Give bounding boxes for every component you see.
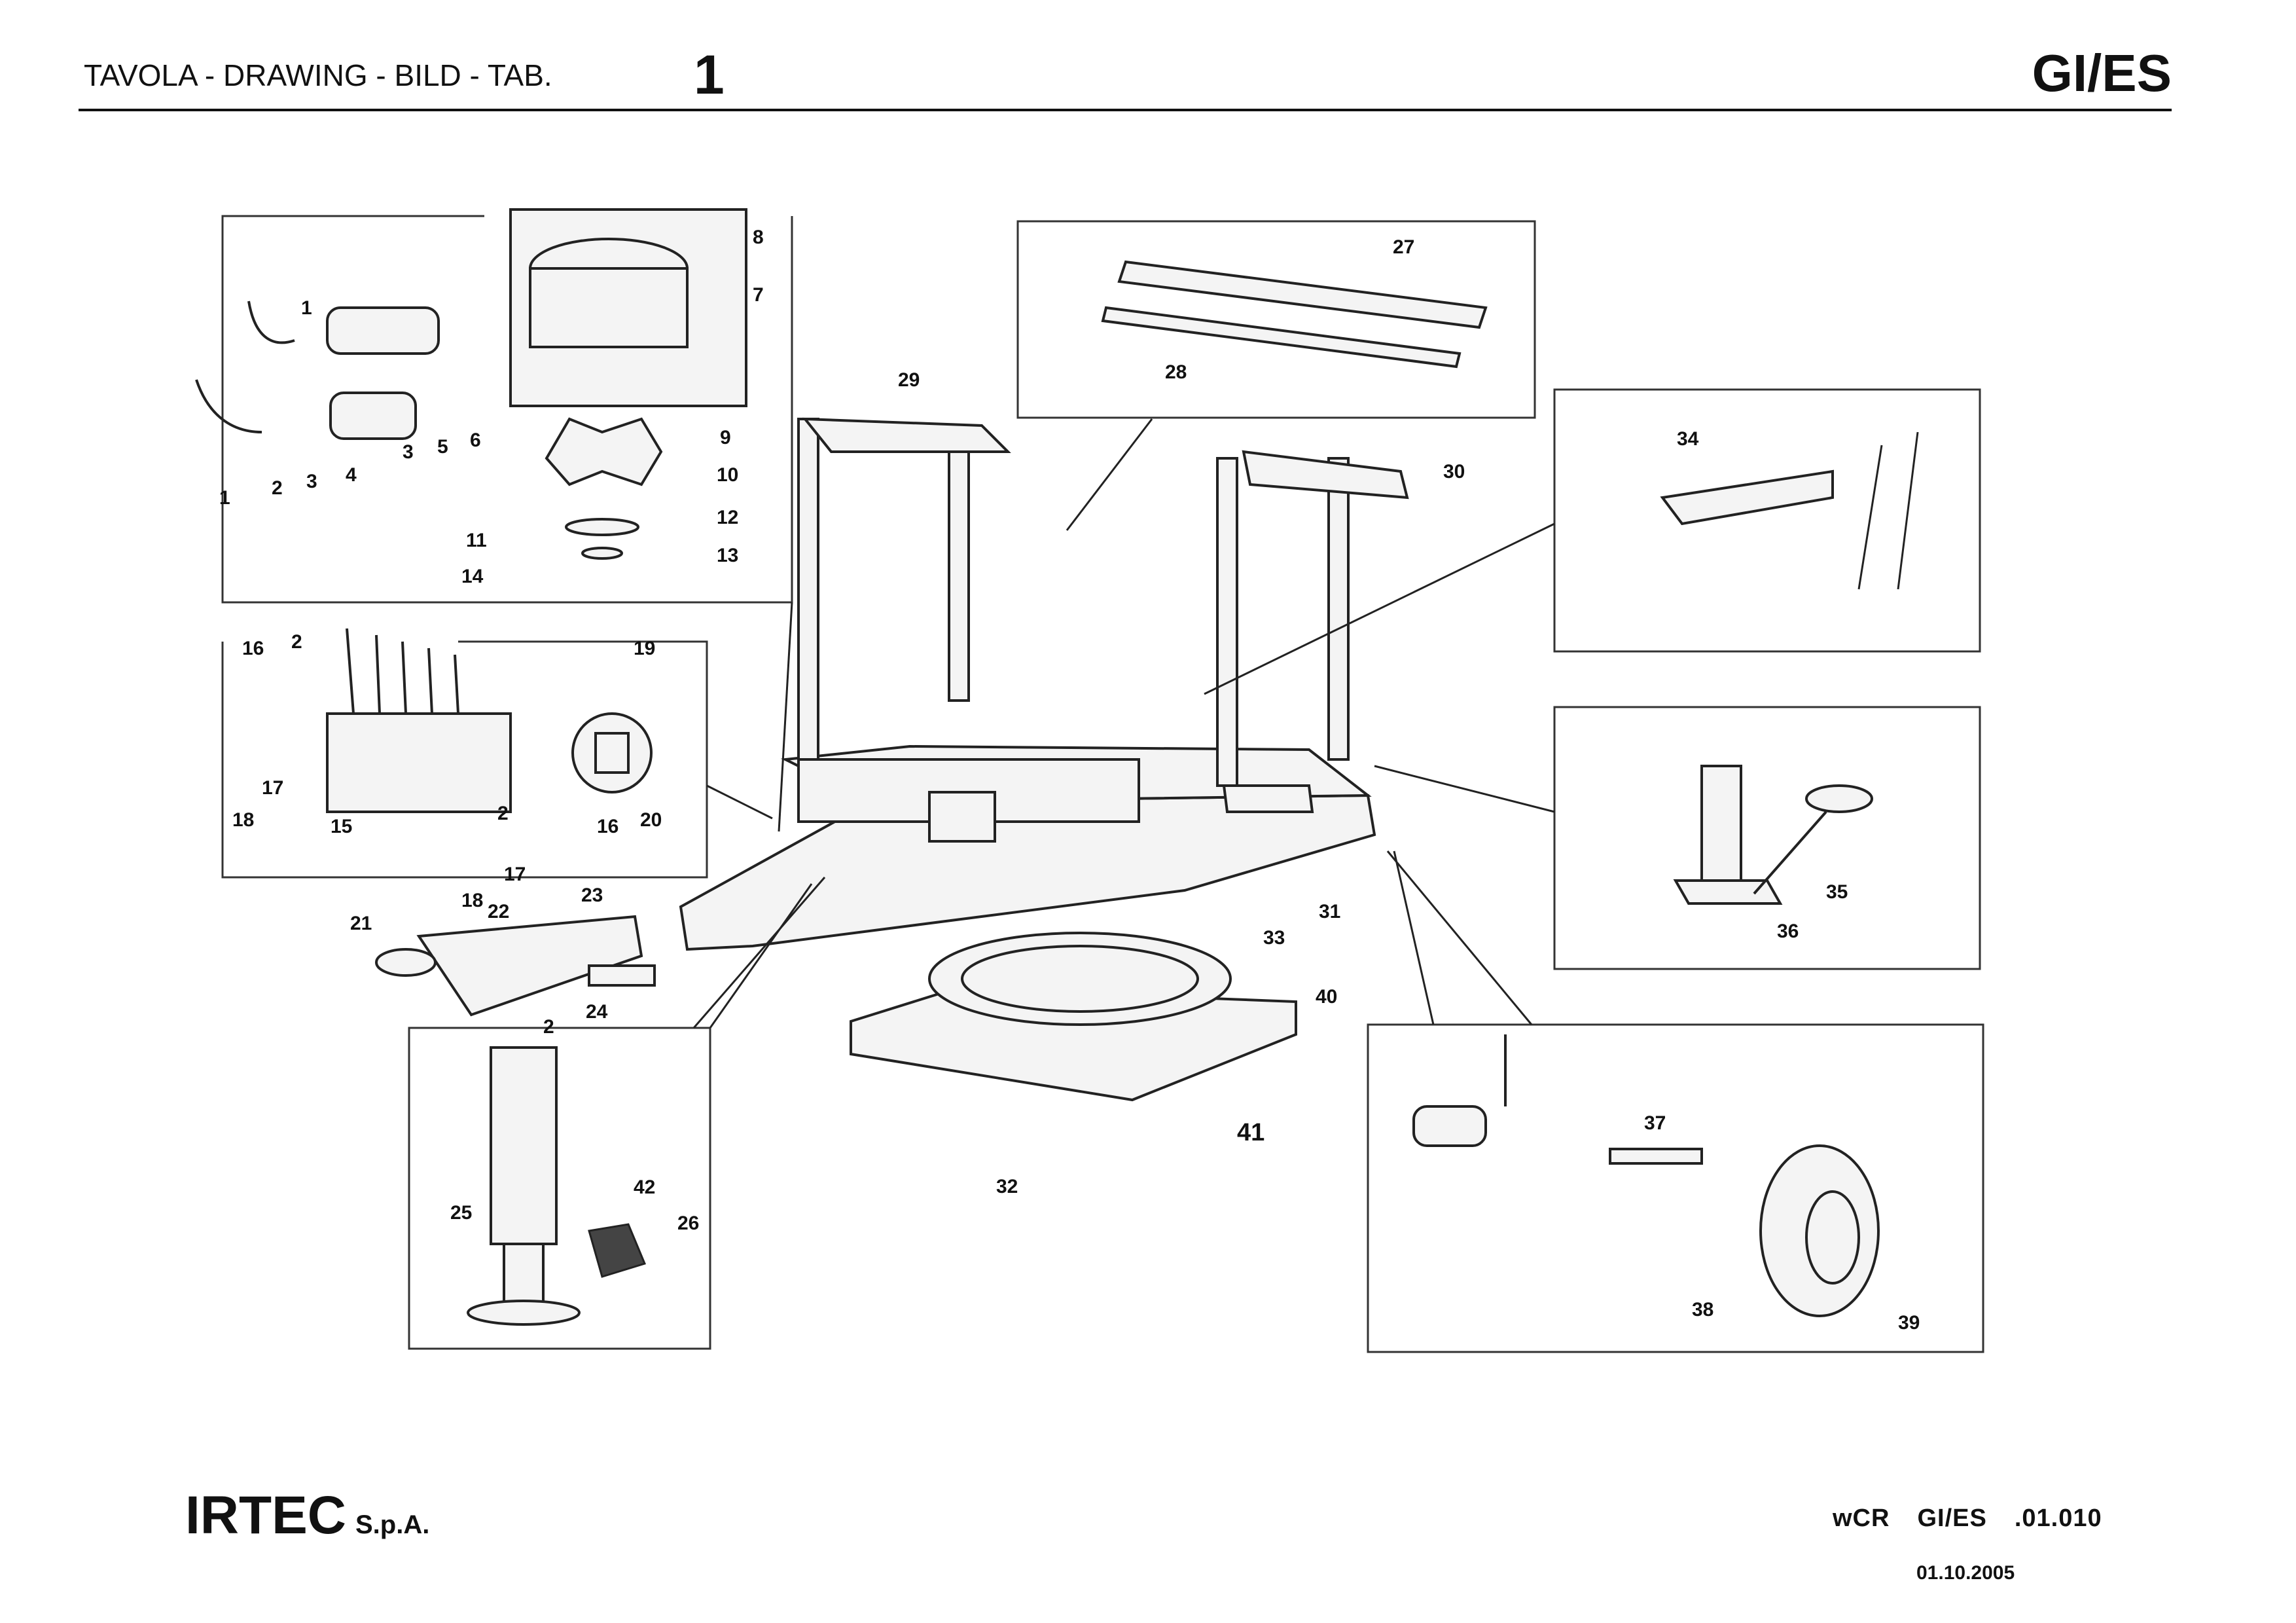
code-part: .01.010 <box>2014 1504 2102 1532</box>
callout: 16 <box>597 816 619 837</box>
callout: 2 <box>543 1016 554 1038</box>
callout: 23 <box>581 884 603 906</box>
callout: 7 <box>753 284 764 306</box>
callout: 31 <box>1319 901 1340 922</box>
callout: 4 <box>346 464 357 486</box>
callout-labels: 1 1 2 3 4 3 5 6 7 8 9 10 11 12 13 14 16 … <box>219 227 1920 1334</box>
company-suffix: S.p.A. <box>355 1510 430 1539</box>
callout: 2 <box>497 803 509 824</box>
callout: 14 <box>461 566 484 587</box>
callout: 3 <box>306 471 317 492</box>
callout: 25 <box>450 1202 472 1224</box>
inset-wheel-axle <box>1367 1023 1984 1353</box>
callout: 26 <box>677 1213 699 1234</box>
callout: 32 <box>996 1176 1018 1197</box>
main-frame <box>679 417 1409 951</box>
callout: 11 <box>466 530 487 551</box>
document-code: wCR GI/ES .01.010 <box>1833 1504 2130 1533</box>
valve-block <box>326 712 512 813</box>
callout: 15 <box>331 816 352 837</box>
callout: 13 <box>717 545 738 566</box>
callout: 28 <box>1165 361 1187 383</box>
callout: 18 <box>232 809 254 831</box>
code-part: wCR <box>1833 1504 1890 1532</box>
jack-label-plate <box>588 1223 647 1278</box>
callout: 29 <box>898 369 920 391</box>
callout: 17 <box>504 864 526 885</box>
callout: 5 <box>437 436 448 458</box>
callout: 22 <box>488 901 509 922</box>
gear-sprocket <box>545 417 663 486</box>
company-name: IRTEC <box>185 1486 346 1545</box>
callout: 18 <box>461 890 483 911</box>
drawbar <box>416 915 643 1017</box>
inset-chain-support <box>1553 388 1981 653</box>
callout: 24 <box>586 1001 608 1023</box>
callout: 40 <box>1316 986 1337 1008</box>
callout: 10 <box>717 464 738 486</box>
callout: 19 <box>634 638 655 659</box>
callout: 9 <box>720 427 731 448</box>
callout: 2 <box>272 477 283 499</box>
header-title: TAVOLA - DRAWING - BILD - TAB. <box>84 58 552 92</box>
callout: 34 <box>1677 428 1699 450</box>
callout: 17 <box>262 777 283 799</box>
code-part: GI/ES <box>1917 1504 1987 1532</box>
callout: 36 <box>1777 921 1799 942</box>
callout: 42 <box>634 1176 655 1198</box>
callout: 39 <box>1898 1312 1920 1334</box>
callout: 21 <box>350 913 372 934</box>
table-number: 1 <box>694 44 725 105</box>
callout: 37 <box>1644 1112 1666 1134</box>
inset-rail <box>1016 220 1536 419</box>
inset-drawbar <box>375 915 656 1017</box>
leader-lines <box>692 418 1555 1029</box>
callout: 8 <box>753 227 764 248</box>
inset-jack <box>408 1027 711 1350</box>
slewing-ring-assembly <box>850 932 1297 1102</box>
callout: 30 <box>1443 461 1465 483</box>
callout: 38 <box>1692 1299 1713 1321</box>
callout: 20 <box>640 809 662 831</box>
document-date: 01.10.2005 <box>1916 1562 2015 1584</box>
model-code: GI/ES <box>2032 44 2172 102</box>
callout: 41 <box>1237 1119 1265 1146</box>
callout: 2 <box>291 631 302 653</box>
header-rule <box>79 109 2172 111</box>
company-brand: IRTEC S.p.A. <box>185 1485 429 1546</box>
inset-parking-stand <box>1553 706 1981 970</box>
callout: 35 <box>1826 881 1848 903</box>
callout: 16 <box>242 638 264 659</box>
callout: 1 <box>301 297 312 319</box>
callout: 12 <box>717 507 738 528</box>
callout: 3 <box>403 441 414 463</box>
jack-tube <box>490 1046 558 1245</box>
callout: 33 <box>1263 927 1285 949</box>
inset-control-valve <box>221 628 708 879</box>
callout: 1 <box>219 487 230 509</box>
inset-hydraulic-motor <box>195 208 793 604</box>
callout: 27 <box>1393 236 1414 258</box>
callout: 6 <box>470 429 481 451</box>
